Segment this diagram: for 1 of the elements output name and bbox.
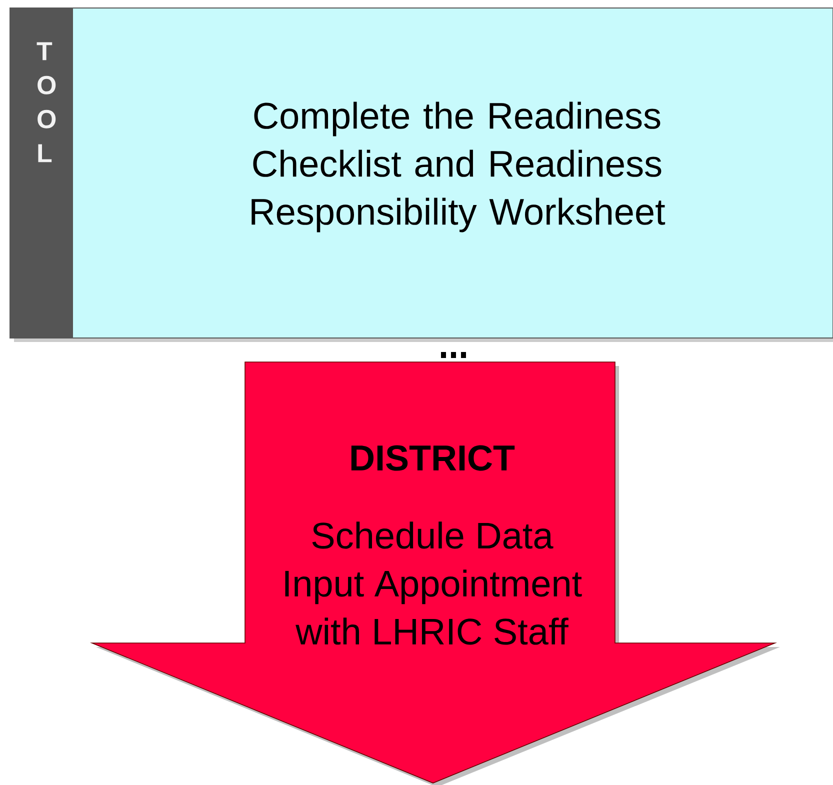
side-bar: T O O L xyxy=(10,8,73,338)
